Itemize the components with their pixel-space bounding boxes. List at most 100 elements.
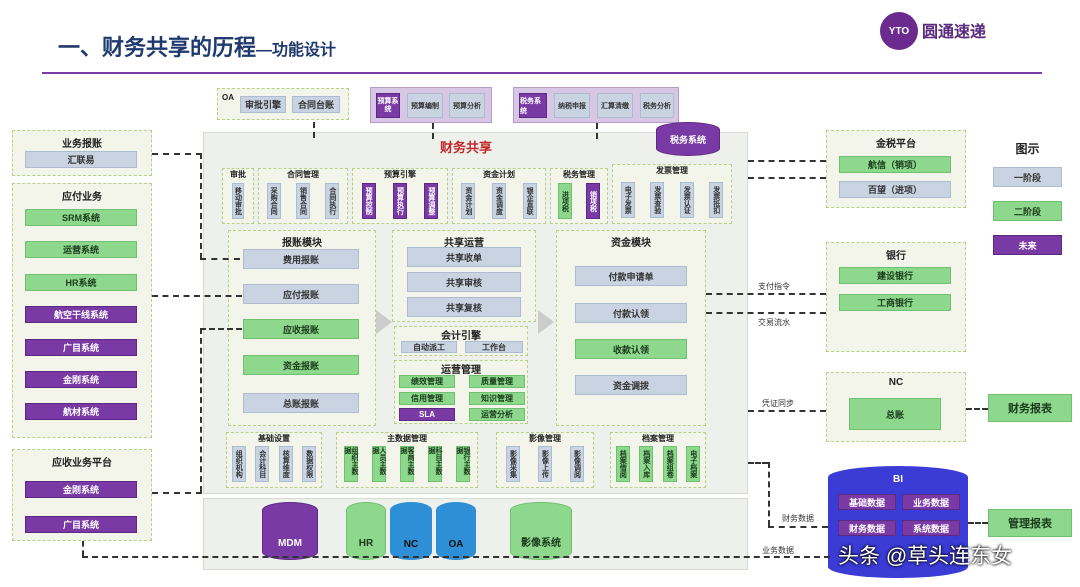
connector-ar-v: [200, 328, 202, 492]
purchase-contract: 采购合同: [266, 183, 281, 219]
module-accounting-engine: 会计引擎 自动派工 工作台: [394, 326, 528, 356]
perf-mgmt: 绩效管理: [399, 375, 455, 388]
connector-tax-down: [596, 123, 598, 139]
connector-bank-flow: [706, 312, 826, 314]
budget-panel: 预算系统 预算编制 预算分析: [370, 87, 492, 123]
fund-plan: 资金计划: [461, 183, 476, 219]
master-data-title: 主数据管理: [387, 434, 427, 443]
bank-direct: 银企直联: [522, 183, 537, 219]
air-trunk-system: 航空干线系统: [25, 306, 137, 323]
legend: 图示 一阶段 二阶段 未来: [985, 140, 1070, 280]
budget-execution: 预算执行: [392, 183, 407, 219]
nc-title: NC: [888, 377, 904, 388]
golden-tax-title: 金税平台: [876, 139, 916, 150]
ap-business-title: 应付业务: [62, 192, 102, 203]
module-master-data: 主数据管理 组织主数据 人员主数据 客商主数据 科目主数据 银行主数据: [336, 432, 478, 488]
quality-mgmt: 质量管理: [469, 375, 525, 388]
person-master: 人员主数据: [372, 446, 386, 482]
ops-system: 运营系统: [25, 241, 137, 258]
oa-approval-engine: 审批引擎: [240, 96, 286, 113]
module-fund-plan-title: 资金计划: [483, 170, 515, 179]
reimbursement-title: 报账模块: [282, 238, 322, 249]
archive-volume: 档案组卷: [662, 446, 677, 482]
fund-claim: 资金报账: [243, 355, 359, 375]
tax-system-cylinder: 税务系统: [656, 122, 720, 156]
account-master: 科目主数据: [428, 446, 442, 482]
module-fund: 资金模块 付款申请单 付款认领 收款认领 资金调拨: [556, 230, 706, 426]
receivable-claim: 应收报账: [243, 319, 359, 339]
connector-ar-down: [82, 541, 84, 556]
bi-business-data: 业务数据: [902, 494, 960, 510]
voucher-sync-label: 凭证同步: [762, 399, 794, 408]
image-view: 影像调阅: [570, 446, 584, 482]
connector-expense: [152, 153, 202, 155]
vendor-master: 客商主数据: [400, 446, 414, 482]
budget-control: 预算控制: [361, 183, 376, 219]
payment-claim: 付款认领: [575, 303, 687, 323]
tax-system-label: 税务系统: [519, 93, 547, 118]
ar-guangmu-system: 广目系统: [25, 516, 137, 533]
module-tax-mgmt: 税务管理 进项税 销项税: [550, 168, 608, 224]
tax-settlement: 汇算清缴: [597, 93, 633, 118]
connector-expense-in: [200, 258, 240, 260]
budget-plan: 预算编制: [407, 93, 443, 118]
guangmu-system: 广目系统: [25, 339, 137, 356]
receipt-claim: 收款认领: [575, 339, 687, 359]
module-contract-title: 合同管理: [287, 170, 319, 179]
input-tax: 进项税: [558, 183, 572, 219]
workbench: 工作台: [465, 341, 523, 353]
expense-business-title: 业务报账: [62, 139, 102, 150]
flow-arrow-1: [376, 310, 392, 334]
logo-name: 圆通速递: [922, 24, 987, 41]
fund-transfer: 资金调拨: [575, 375, 687, 395]
transaction-flow-label: 交易流水: [758, 318, 790, 327]
finance-data-label: 财务数据: [782, 514, 814, 523]
connector-expense-v: [200, 153, 202, 259]
page-title: 一、财务共享的历程—功能设计: [58, 35, 337, 60]
bank-title: 银行: [886, 251, 906, 262]
org-master: 组织主数据: [344, 446, 358, 482]
sales-contract: 销售合同: [295, 183, 310, 219]
flow-arrow-2: [538, 310, 554, 334]
connector-fin-data-in: [768, 526, 828, 528]
payment-request: 付款申请单: [575, 266, 687, 286]
watermark: 头条 @草头连东女: [838, 545, 1013, 568]
legend-title: 图示: [1015, 142, 1040, 156]
credit-mgmt: 信用管理: [399, 392, 455, 405]
nc-panel: NC 总账: [826, 372, 966, 442]
shared-service-title: 财务共享: [440, 140, 493, 155]
budget-system-label: 预算系统: [376, 93, 400, 118]
oa-contract-ledger: 合同台账: [292, 96, 340, 113]
financial-statements: 财务报表: [988, 394, 1072, 422]
oa-label: OA: [222, 93, 234, 102]
connector-tax-platform-2: [748, 177, 826, 179]
invoice-auth: 发票认证: [679, 182, 694, 218]
bank-panel: 银行 建设银行 工商银行: [826, 242, 966, 352]
fund-dispatch: 资金调度: [491, 183, 506, 219]
imaging-title: 影像管理: [529, 434, 561, 443]
general-ledger: 总账: [849, 398, 941, 430]
bi-title: BI: [893, 474, 903, 485]
ops-mgmt-title: 运营管理: [441, 365, 481, 376]
data-permission: 数据权限: [302, 446, 317, 482]
legend-stage1: 一阶段: [993, 167, 1062, 187]
shared-receipt: 共享收单: [407, 247, 521, 267]
mobile-approval: 移动审批: [232, 183, 244, 219]
budget-adjust: 预算调整: [424, 183, 439, 219]
connector-ar-in: [200, 328, 242, 330]
bi-finance-data: 财务数据: [838, 520, 896, 536]
connector-nc-report: [966, 408, 988, 410]
shared-ops-title: 共享运营: [444, 238, 484, 249]
connector-fin-data-h: [748, 462, 768, 464]
golden-tax-panel: 金税平台 航信（销项） 百望（进项）: [826, 130, 966, 208]
fund-module-title: 资金模块: [611, 238, 651, 249]
yto-logo: YTO: [880, 12, 918, 50]
image-capture: 影像采集: [506, 446, 520, 482]
module-approval: 审批 移动审批: [222, 168, 254, 224]
accounting-engine-title: 会计引擎: [441, 331, 481, 342]
oa-cylinder: OA: [436, 502, 476, 560]
bi-cylinder: BI 基础数据 业务数据 财务数据 系统数据: [828, 466, 968, 578]
hr-cylinder: HR: [346, 502, 386, 560]
module-invoice-title: 发票管理: [656, 166, 688, 175]
connector-bank-pay: [706, 293, 826, 295]
